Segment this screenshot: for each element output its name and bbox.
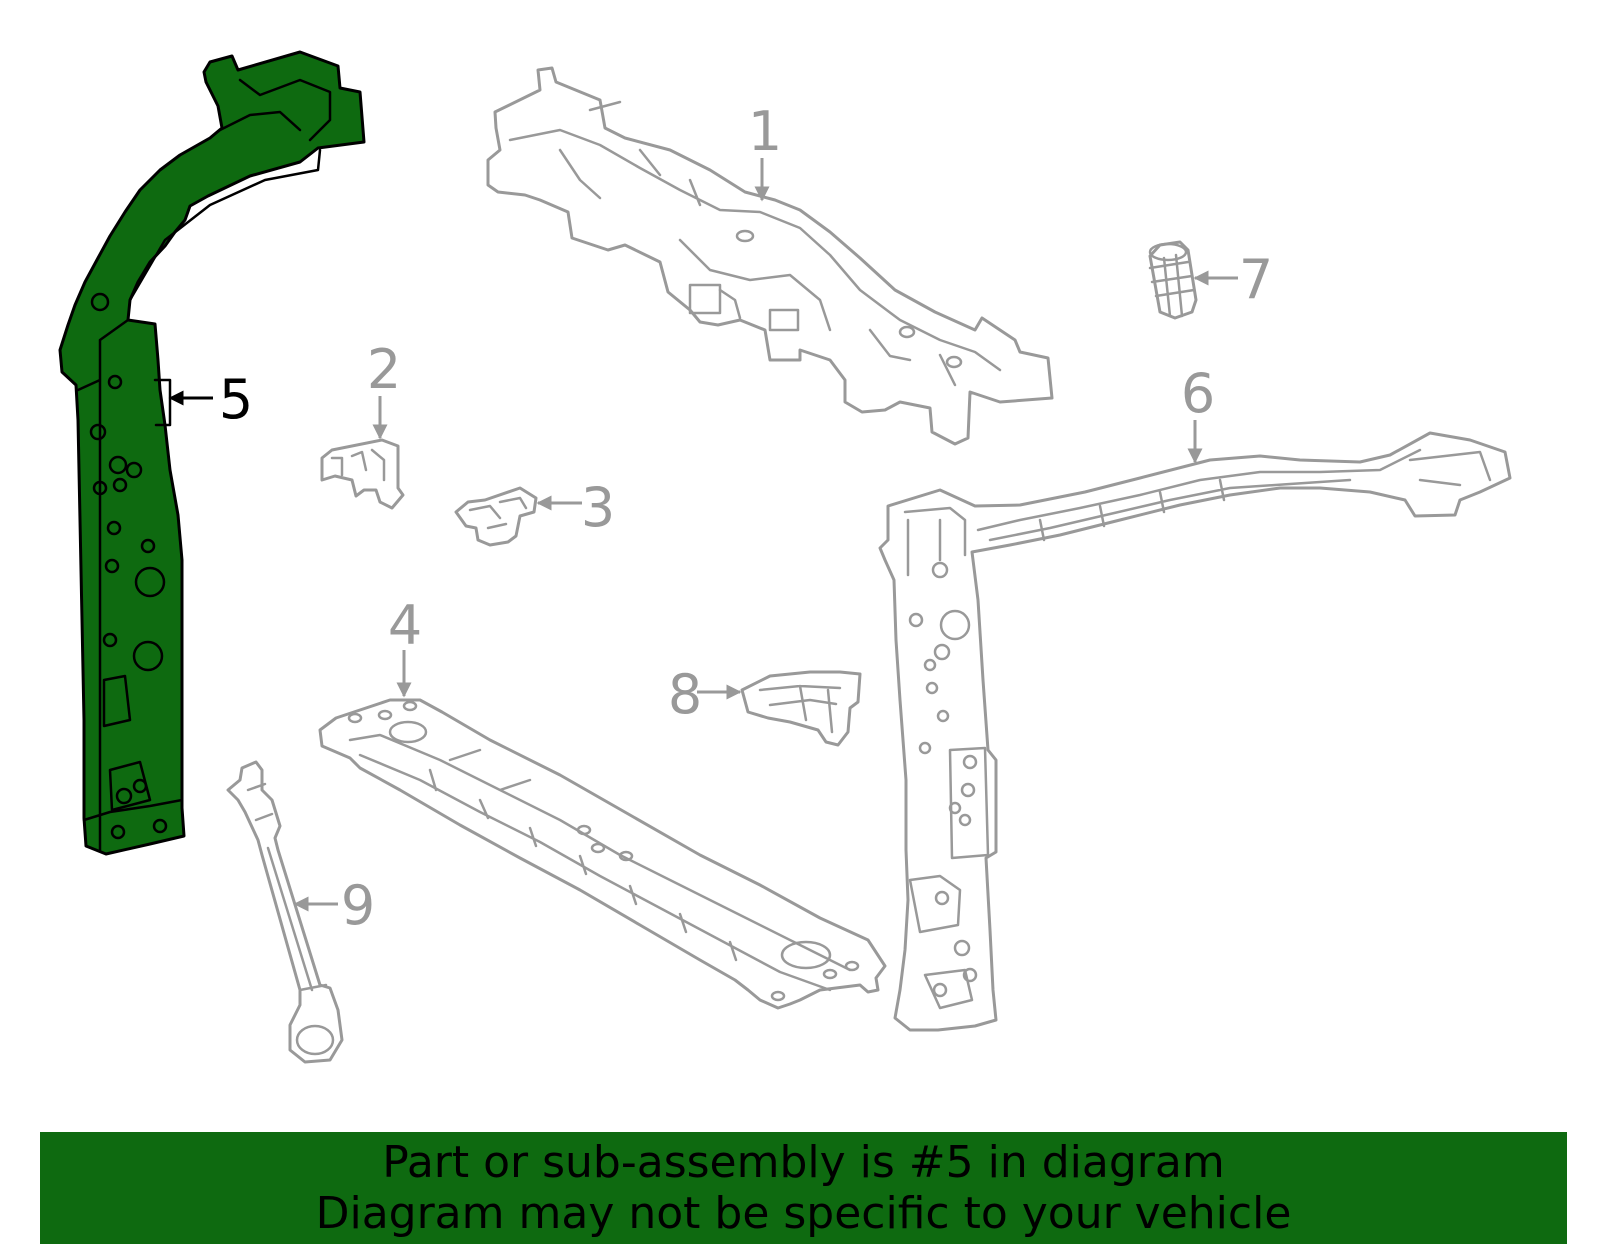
callout-4: 4	[388, 594, 422, 657]
part-7[interactable]	[1148, 240, 1198, 320]
part-5-highlighted[interactable]	[58, 50, 366, 856]
part-8[interactable]	[740, 670, 862, 747]
callout-arrows	[168, 158, 1238, 912]
part-3[interactable]	[454, 486, 538, 547]
part-6[interactable]	[878, 431, 1512, 1032]
callout-3: 3	[581, 476, 615, 539]
part-4[interactable]	[318, 698, 887, 1010]
part-1[interactable]	[486, 66, 1054, 446]
callout-7: 7	[1239, 248, 1273, 311]
part-9[interactable]	[226, 760, 344, 1064]
callout-5: 5	[219, 368, 253, 431]
banner-line-disclaimer: Diagram may not be specific to your vehi…	[315, 1188, 1292, 1239]
info-banner: Part or sub-assembly is #5 in diagram Di…	[40, 1132, 1567, 1244]
callout-numbers: 1 2 3 4 5 6 7 8 9	[219, 100, 1273, 937]
callout-8: 8	[668, 663, 702, 726]
callout-1: 1	[748, 100, 782, 163]
callout-6: 6	[1181, 362, 1215, 425]
callout-2: 2	[367, 338, 401, 401]
part-2[interactable]	[320, 438, 405, 510]
banner-line-part: Part or sub-assembly is #5 in diagram	[382, 1137, 1225, 1188]
callout-9: 9	[341, 874, 375, 937]
